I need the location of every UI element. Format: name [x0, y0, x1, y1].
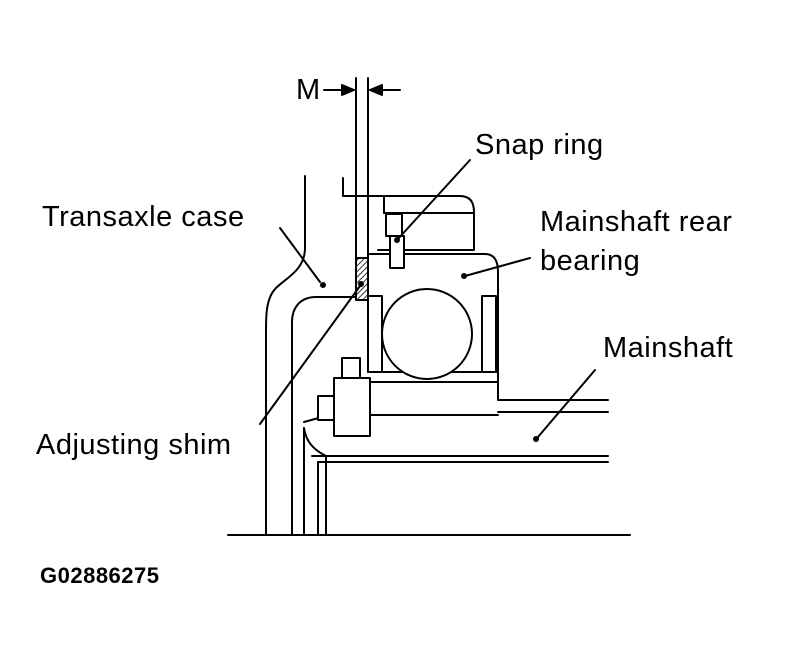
leader-dot-bearing — [461, 273, 467, 279]
leader-lines — [259, 159, 596, 438]
transaxle-case-label: Transaxle case — [42, 201, 245, 233]
rear-bearing-label-line2: bearing — [540, 245, 641, 277]
adjusting-shim-label: Adjusting shim — [36, 429, 232, 461]
rear-bearing-label-line1: Mainshaft rear — [540, 206, 733, 238]
leader-dot-adjusting-shim — [358, 281, 364, 287]
adjusting-shim — [355, 257, 369, 301]
leader-dot-mainshaft — [533, 436, 539, 442]
figure-code: G02886275 — [40, 563, 160, 588]
retaining-nut — [317, 357, 371, 437]
dimension-m-label: M — [296, 74, 321, 106]
snap-ring-label: Snap ring — [475, 129, 604, 161]
mainshaft-rear-bearing — [367, 288, 499, 383]
dimension-m-indicator — [323, 77, 401, 259]
mainshaft-label: Mainshaft — [603, 332, 734, 364]
leader-dot-transaxle-case — [320, 282, 326, 288]
transaxle-case — [265, 175, 357, 536]
leader-dot-snap-ring — [394, 237, 400, 243]
snap-ring — [385, 213, 405, 269]
